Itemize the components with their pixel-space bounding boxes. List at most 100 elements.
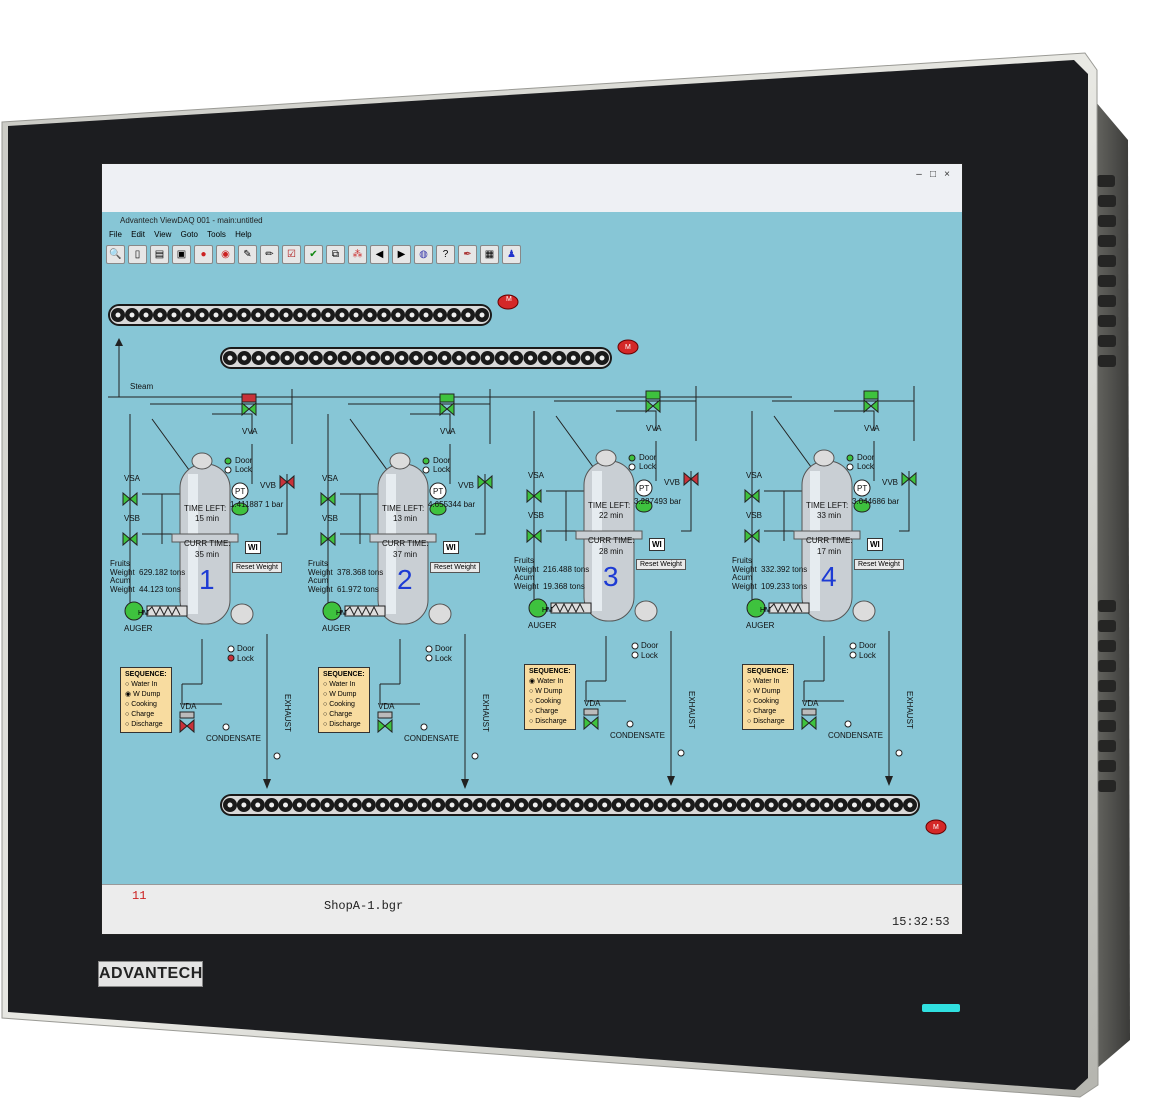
sequence-step[interactable]: ○ Cooking: [323, 700, 365, 710]
user-icon[interactable]: ♟: [502, 245, 521, 264]
valve-vva[interactable]: [439, 401, 455, 417]
valve-vva[interactable]: [863, 398, 879, 414]
arrow-left-icon[interactable]: ◀: [370, 245, 389, 264]
wi-button[interactable]: WI: [649, 538, 665, 551]
hm-motor[interactable]: [528, 598, 548, 618]
wi-button[interactable]: WI: [443, 541, 459, 554]
menu-help[interactable]: Help: [235, 230, 252, 239]
radio-icon[interactable]: ○: [323, 711, 330, 718]
valve-vda[interactable]: [583, 715, 599, 731]
menu-edit[interactable]: Edit: [131, 230, 145, 239]
alarm-icon[interactable]: ◉: [216, 245, 235, 264]
valve-vvb[interactable]: [901, 471, 917, 487]
radio-icon[interactable]: ○: [125, 681, 132, 688]
sequence-step[interactable]: ○ Water In: [125, 680, 167, 690]
radio-icon[interactable]: ○: [529, 708, 536, 715]
menu-view[interactable]: View: [154, 230, 172, 239]
valve-vsb[interactable]: [526, 528, 542, 544]
search-icon[interactable]: 🔍: [106, 245, 125, 264]
sequence-step[interactable]: ○ Water In: [747, 677, 789, 687]
file-icon[interactable]: ▯: [128, 245, 147, 264]
sequence-step[interactable]: ◉ W Dump: [125, 690, 167, 700]
sequence-step[interactable]: ○ Charge: [125, 710, 167, 720]
radio-icon[interactable]: ○: [125, 721, 132, 728]
reset-weight-button[interactable]: Reset Weight: [854, 559, 904, 570]
valve-vda[interactable]: [179, 718, 195, 734]
radio-icon[interactable]: ○: [747, 678, 754, 685]
sequence-step[interactable]: ◉ Water In: [529, 677, 571, 687]
globe-icon[interactable]: ◍: [414, 245, 433, 264]
hm-motor[interactable]: [124, 601, 144, 621]
hm-motor[interactable]: [322, 601, 342, 621]
sequence-step[interactable]: ○ Cooking: [125, 700, 167, 710]
sequence-step[interactable]: ○ W Dump: [529, 687, 571, 697]
sequence-step[interactable]: ○ Cooking: [747, 697, 789, 707]
reset-weight-button[interactable]: Reset Weight: [232, 562, 282, 573]
sequence-step[interactable]: ○ W Dump: [747, 687, 789, 697]
help-icon[interactable]: ?: [436, 245, 455, 264]
menu-tools[interactable]: Tools: [207, 230, 226, 239]
radio-icon[interactable]: ○: [529, 698, 536, 705]
copy-icon[interactable]: ⧉: [326, 245, 345, 264]
radio-icon[interactable]: ◉: [125, 691, 134, 698]
valve-vsa[interactable]: [526, 488, 542, 504]
valve-vda[interactable]: [801, 715, 817, 731]
valve-vsa[interactable]: [744, 488, 760, 504]
wi-button[interactable]: WI: [867, 538, 883, 551]
valve-vvb[interactable]: [683, 471, 699, 487]
valve-vsb[interactable]: [320, 531, 336, 547]
dots-icon[interactable]: ⁂: [348, 245, 367, 264]
radio-icon[interactable]: ○: [323, 681, 330, 688]
checkmark-box-icon[interactable]: ☑: [282, 245, 301, 264]
close-button[interactable]: ×: [944, 169, 950, 180]
pen-icon[interactable]: ✒: [458, 245, 477, 264]
chart-icon[interactable]: ▦: [480, 245, 499, 264]
edit-icon[interactable]: ✎: [238, 245, 257, 264]
check-icon[interactable]: ✔: [304, 245, 323, 264]
radio-icon[interactable]: ◉: [529, 678, 538, 685]
motor-icon[interactable]: [497, 294, 519, 310]
reset-weight-button[interactable]: Reset Weight: [430, 562, 480, 573]
valve-vvb[interactable]: [279, 474, 295, 490]
radio-icon[interactable]: ○: [529, 718, 536, 725]
valve-vvb[interactable]: [477, 474, 493, 490]
sequence-step[interactable]: ○ Water In: [323, 680, 365, 690]
sequence-step[interactable]: ○ Charge: [323, 710, 365, 720]
radio-icon[interactable]: ○: [323, 691, 330, 698]
sequence-step[interactable]: ○ Discharge: [747, 717, 789, 727]
radio-icon[interactable]: ○: [747, 688, 754, 695]
printer-icon[interactable]: ▣: [172, 245, 191, 264]
valve-vsb[interactable]: [122, 531, 138, 547]
radio-icon[interactable]: ○: [529, 688, 536, 695]
radio-icon[interactable]: ○: [125, 711, 132, 718]
menu-file[interactable]: File: [109, 230, 122, 239]
reset-weight-button[interactable]: Reset Weight: [636, 559, 686, 570]
sequence-step[interactable]: ○ Discharge: [529, 717, 571, 727]
maximize-button[interactable]: □: [929, 169, 937, 180]
valve-vsb[interactable]: [744, 528, 760, 544]
radio-icon[interactable]: ○: [125, 701, 132, 708]
pencil-icon[interactable]: ✏: [260, 245, 279, 264]
wi-button[interactable]: WI: [245, 541, 261, 554]
menu-goto[interactable]: Goto: [180, 230, 198, 239]
print-icon[interactable]: ▤: [150, 245, 169, 264]
sequence-step[interactable]: ○ Charge: [529, 707, 571, 717]
radio-icon[interactable]: ○: [323, 701, 330, 708]
valve-vsa[interactable]: [320, 491, 336, 507]
record-icon[interactable]: ●: [194, 245, 213, 264]
radio-icon[interactable]: ○: [323, 721, 330, 728]
valve-vsa[interactable]: [122, 491, 138, 507]
valve-vva[interactable]: [241, 401, 257, 417]
sequence-step[interactable]: ○ Discharge: [125, 720, 167, 730]
minimize-button[interactable]: –: [916, 169, 922, 180]
motor-icon[interactable]: [617, 339, 639, 355]
sequence-step[interactable]: ○ Charge: [747, 707, 789, 717]
radio-icon[interactable]: ○: [747, 718, 754, 725]
sequence-step[interactable]: ○ W Dump: [323, 690, 365, 700]
motor-icon[interactable]: [925, 819, 947, 835]
sequence-step[interactable]: ○ Discharge: [323, 720, 365, 730]
radio-icon[interactable]: ○: [747, 708, 754, 715]
hm-motor[interactable]: [746, 598, 766, 618]
radio-icon[interactable]: ○: [747, 698, 754, 705]
valve-vda[interactable]: [377, 718, 393, 734]
